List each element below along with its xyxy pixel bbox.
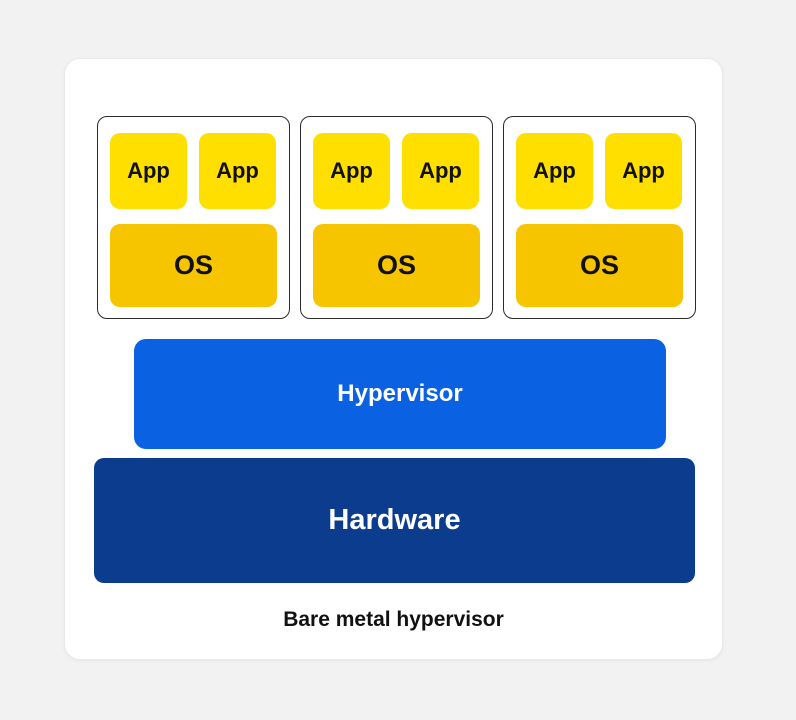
os-node: OS [110,224,277,307]
app-node: App [516,133,593,209]
app-node: App [402,133,479,209]
diagram-caption: Bare metal hypervisor [283,608,504,631]
vm-2-app-row: App App [313,133,480,209]
vm-row: App App OS App App OS App App OS [97,116,696,319]
vm-box-2: App App OS [300,116,493,319]
app-node: App [605,133,682,209]
vm-box-3: App App OS [503,116,696,319]
vm-box-1: App App OS [97,116,290,319]
app-node: App [110,133,187,209]
app-node: App [313,133,390,209]
hypervisor-layer: Hypervisor [134,339,666,449]
vm-3-app-row: App App [516,133,683,209]
os-node: OS [313,224,480,307]
app-node: App [199,133,276,209]
vm-1-app-row: App App [110,133,277,209]
os-node: OS [516,224,683,307]
diagram-card: App App OS App App OS App App OS Hypervi… [64,58,723,660]
hardware-layer: Hardware [94,458,695,583]
